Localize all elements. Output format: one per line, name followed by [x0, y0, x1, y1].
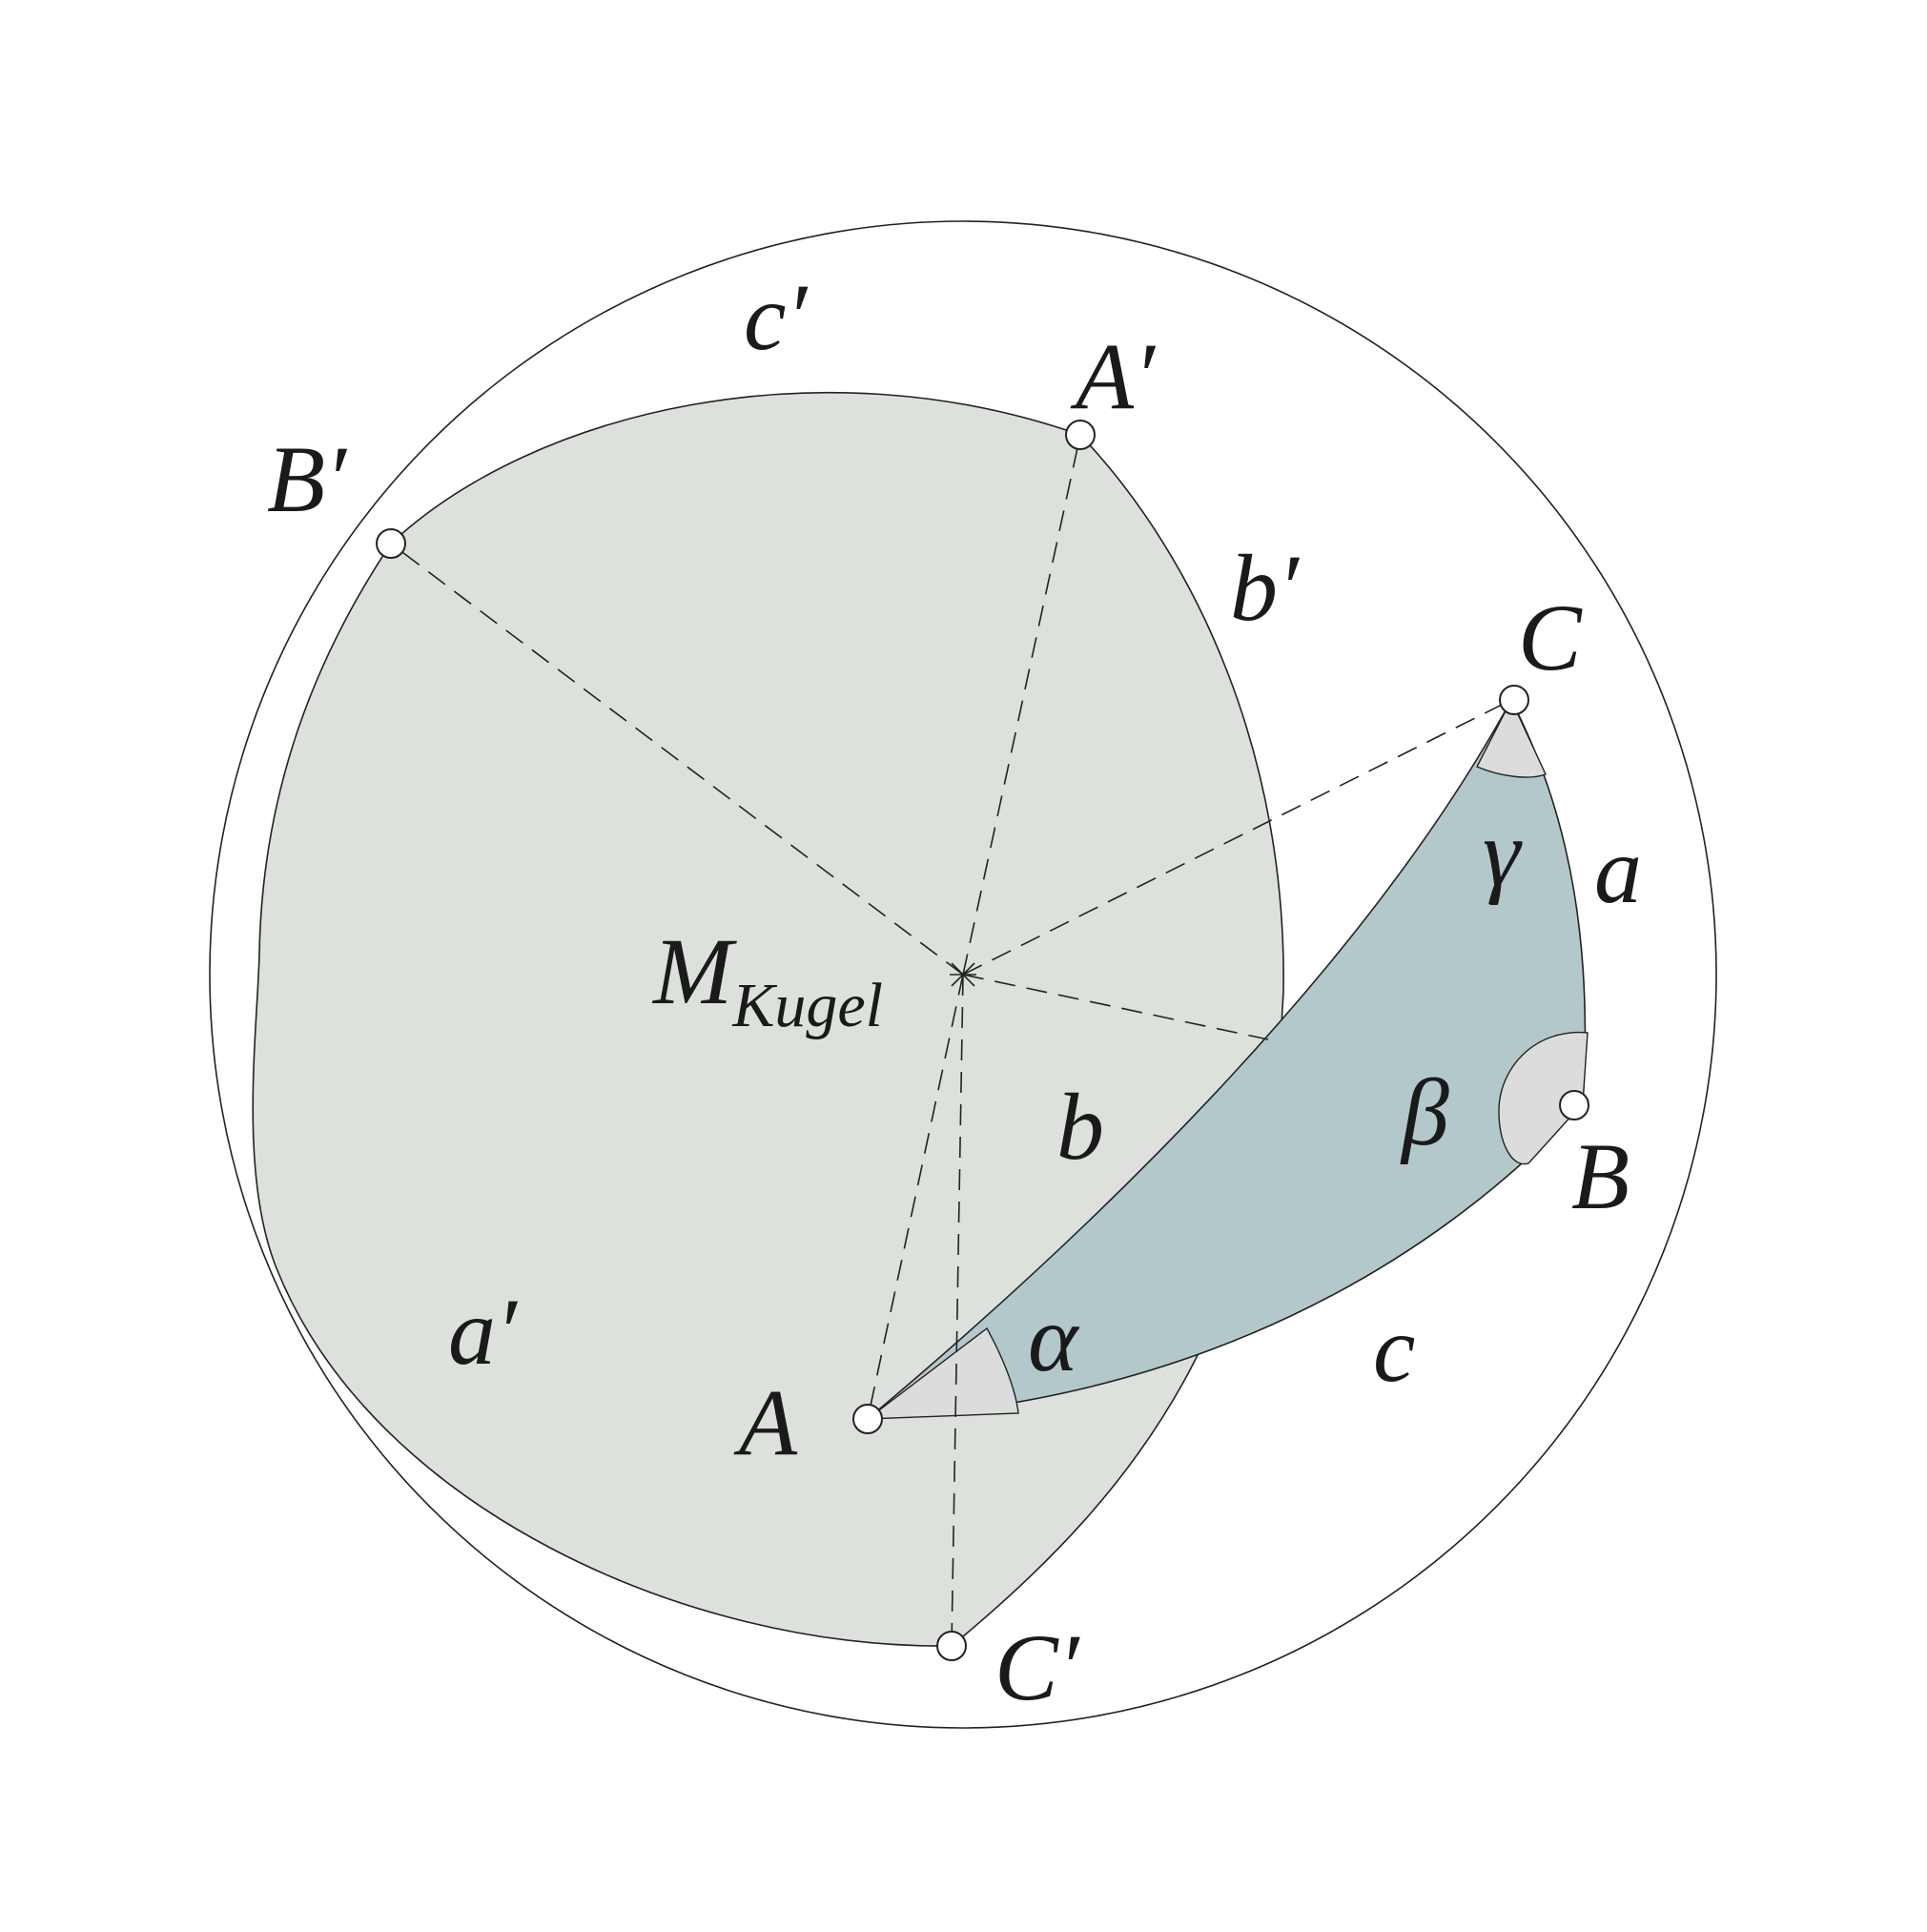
radius-to-A-prime	[962, 434, 1081, 976]
spherical-triangle	[865, 698, 1587, 1420]
label-center-main: M	[651, 918, 737, 1024]
label-B: B	[1571, 1123, 1630, 1229]
point-C	[1499, 685, 1529, 715]
radius-lines	[390, 434, 1512, 1647]
label-A: A	[733, 1369, 798, 1475]
label-side-b-prime: b′	[1230, 535, 1301, 641]
label-C: C	[1518, 585, 1583, 690]
sphere-outline	[209, 220, 1717, 1729]
point-B	[1559, 1090, 1589, 1120]
radius-to-B-prime	[390, 543, 964, 976]
label-side-b: b	[1056, 1074, 1104, 1180]
label-A-prime: A′	[1070, 323, 1157, 429]
label-side-a-prime: a′	[448, 1279, 519, 1385]
angle-alpha-marker	[865, 1326, 1019, 1420]
label-angle-beta: β	[1400, 1059, 1449, 1165]
center-mark	[950, 962, 976, 987]
point-B-prime	[376, 528, 406, 559]
label-B-prime: B′	[267, 426, 348, 532]
point-C-prime	[936, 1631, 967, 1661]
label-side-c-prime: c′	[744, 264, 809, 370]
point-A-prime	[1065, 420, 1096, 450]
radius-to-side-a	[962, 974, 1269, 1040]
label-C-prime: C′	[994, 1614, 1081, 1720]
angle-gamma-marker	[1476, 698, 1547, 778]
radius-to-A	[867, 974, 964, 1420]
label-side-c: c	[1373, 1296, 1415, 1402]
label-center-sub: Kugel	[731, 971, 883, 1040]
angle-beta-marker	[1498, 1031, 1589, 1165]
label-side-a: a	[1594, 817, 1642, 923]
radius-to-C-prime	[951, 974, 964, 1647]
label-angle-alpha: α	[1028, 1285, 1080, 1391]
point-A	[852, 1404, 883, 1434]
radius-to-C	[962, 699, 1512, 976]
label-angle-gamma: γ	[1483, 800, 1523, 906]
label-center: MKugel	[651, 918, 883, 1040]
